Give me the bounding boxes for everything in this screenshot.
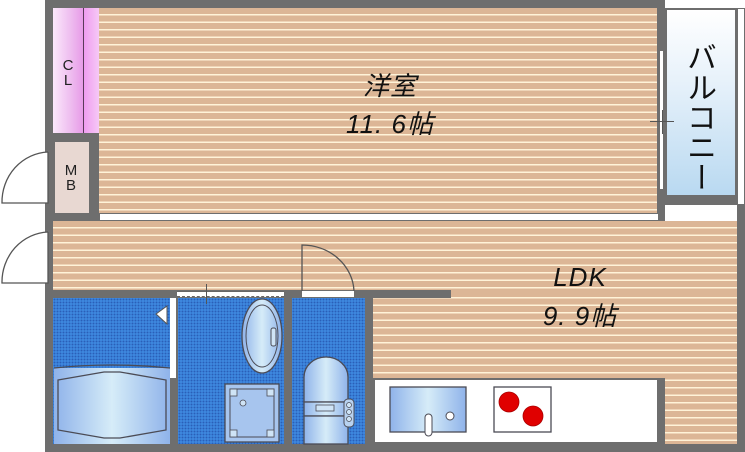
outer-wall-top xyxy=(45,0,665,8)
toilet-icon xyxy=(303,356,355,445)
meter-box xyxy=(53,140,91,215)
window-mark-v xyxy=(662,110,663,134)
entry-door-lower[interactable] xyxy=(0,230,50,285)
balcony-bottom-wall xyxy=(665,197,745,205)
western-room-name: 洋室 xyxy=(362,71,417,101)
balcony-right-rail xyxy=(737,8,745,205)
balcony-window[interactable] xyxy=(659,50,664,190)
closet-label: CL xyxy=(62,57,74,89)
toilet-door-opening xyxy=(302,291,354,297)
ldk-name: LDK xyxy=(553,262,607,292)
bath-vent-icon xyxy=(155,305,168,326)
stove-icon xyxy=(493,386,552,433)
outer-wall-bottom xyxy=(45,444,745,452)
kitchen-sink-icon xyxy=(389,386,467,437)
balcony xyxy=(665,8,737,197)
toilet-door[interactable] xyxy=(300,243,360,293)
toilet-right-wall xyxy=(365,298,373,444)
balcony-label: バルコニー xyxy=(682,42,715,192)
washroom-right-wall xyxy=(284,298,292,444)
western-room-size: 11. 6帖 xyxy=(346,109,434,139)
washing-machine-pan-icon xyxy=(224,383,280,443)
outer-wall-left xyxy=(45,0,53,452)
corridor-floor xyxy=(53,221,737,291)
meter-box-label: MB xyxy=(64,162,78,194)
closet-door-panel xyxy=(83,8,99,133)
western-room-bottom-partition xyxy=(99,213,659,221)
entry-door-upper[interactable] xyxy=(0,150,50,205)
western-room-floor xyxy=(99,8,657,213)
counter-side-wall xyxy=(657,378,665,444)
washbasin-icon xyxy=(241,298,283,374)
door-mark xyxy=(206,284,207,304)
washroom-sliding-door[interactable] xyxy=(177,291,284,297)
bathtub-icon xyxy=(53,364,171,444)
bath-door-strip xyxy=(170,298,176,378)
ldk-size: 9. 9帖 xyxy=(542,301,618,331)
closet xyxy=(53,8,83,133)
outer-wall-right xyxy=(737,205,745,452)
